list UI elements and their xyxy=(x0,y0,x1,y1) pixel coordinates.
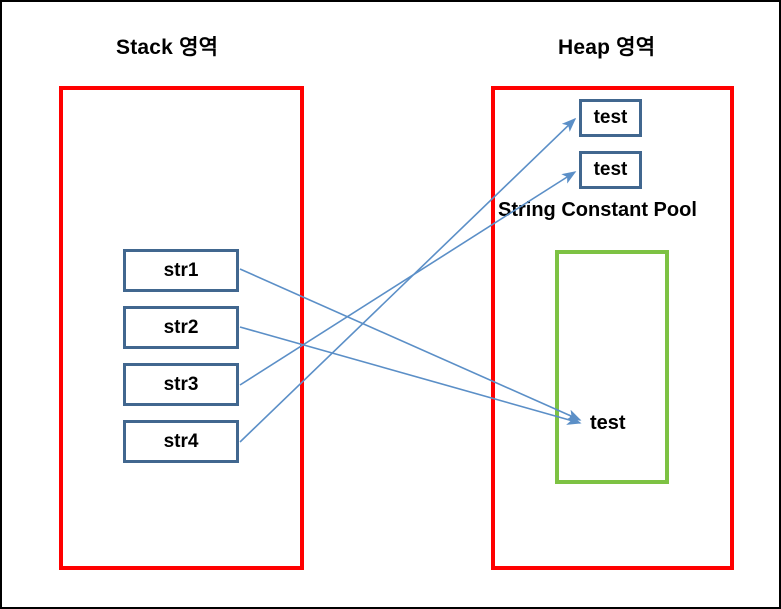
stack-region-title: Stack 영역 xyxy=(116,36,219,59)
heap-region-title: Heap 영역 xyxy=(558,36,656,59)
stack-variable-str4[interactable]: str4 xyxy=(123,420,239,463)
heap-object-test-1[interactable]: test xyxy=(579,99,642,137)
stack-variable-str1[interactable]: str1 xyxy=(123,249,239,292)
stack-variable-str3[interactable]: str3 xyxy=(123,363,239,406)
pool-entry-test: test xyxy=(590,412,626,434)
string-constant-pool-label: String Constant Pool xyxy=(498,199,697,221)
string-constant-pool-box xyxy=(555,250,669,484)
heap-object-test-2[interactable]: test xyxy=(579,151,642,189)
stack-variable-str2[interactable]: str2 xyxy=(123,306,239,349)
